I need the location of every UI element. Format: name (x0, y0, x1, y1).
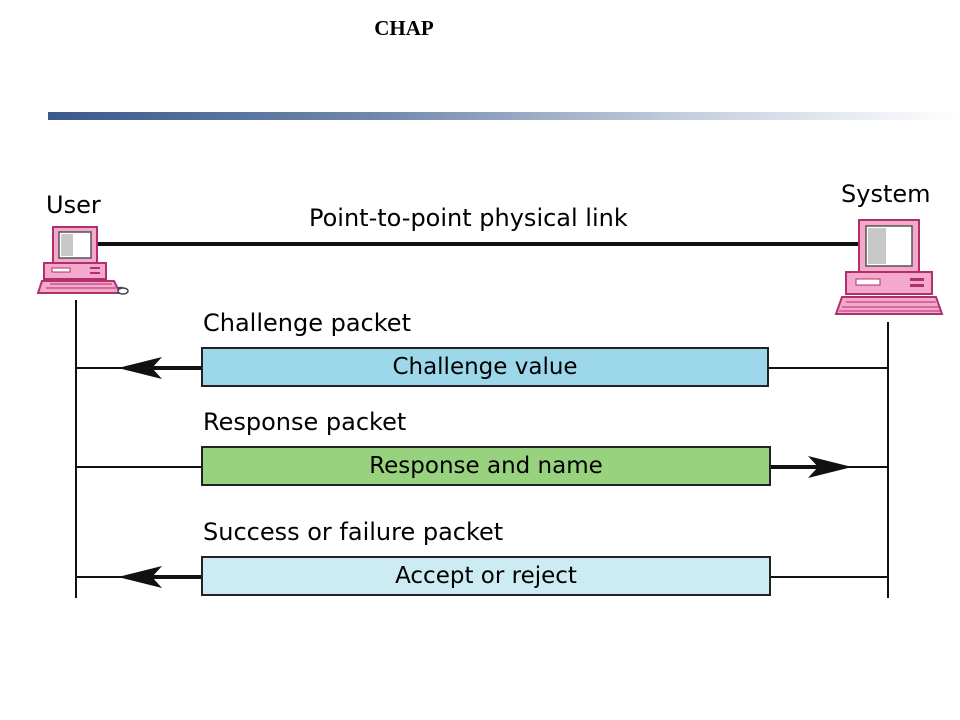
response-packet-label: Response packet (203, 408, 407, 436)
challenge-packet-label: Challenge packet (203, 309, 411, 337)
physical-link-label: Point-to-point physical link (309, 204, 628, 232)
title-rule (48, 112, 960, 120)
result-packet-label: Success or failure packet (203, 518, 504, 546)
challenge-arrowhead (118, 357, 162, 379)
user-label: User (46, 191, 101, 219)
system-computer-icon (834, 219, 944, 315)
system-label: System (841, 180, 931, 208)
slide-title: CHAP (374, 16, 434, 40)
user-computer-icon (36, 226, 129, 295)
challenge-value-box: Challenge value (201, 347, 769, 387)
accept-or-reject-box: Accept or reject (201, 556, 771, 596)
response-and-name-box: Response and name (201, 446, 771, 486)
result-arrowhead (118, 566, 162, 588)
